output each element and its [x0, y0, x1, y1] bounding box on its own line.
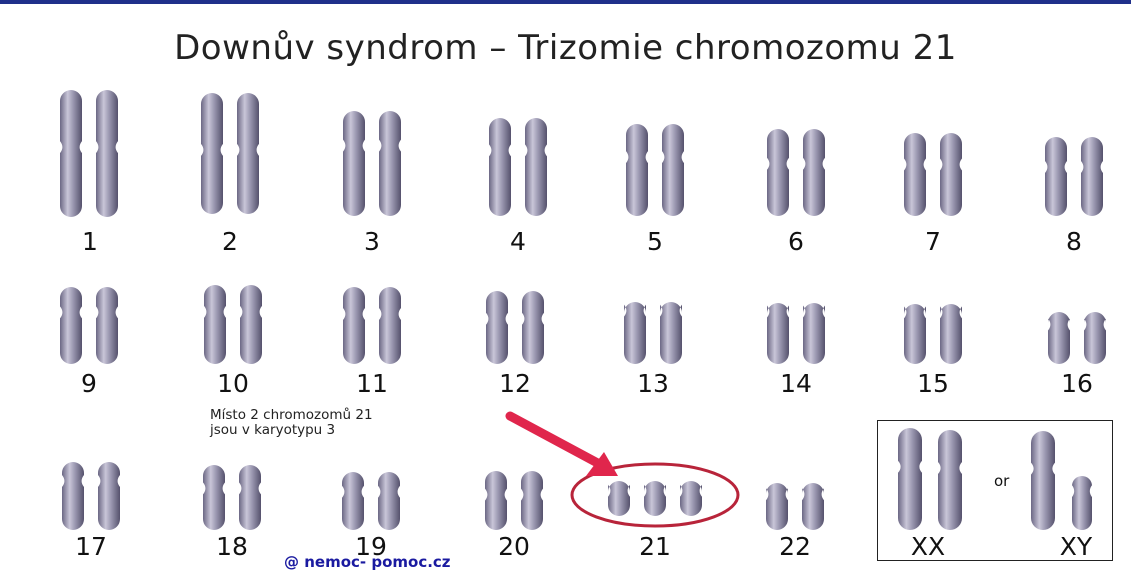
chromosome-label-20: 20: [498, 532, 530, 561]
chromosome-8-copy-2: [1081, 137, 1103, 216]
chromosome-label-6: 6: [788, 227, 804, 256]
chromosome-21-copy-1: [608, 481, 630, 516]
chromosome-5-copy-2: [662, 124, 684, 216]
chromosome-6-copy-1: [767, 129, 789, 216]
chromosome-22-copy-2: [802, 483, 824, 530]
chromosome-label-21: 21: [639, 532, 671, 561]
chromosome-13-copy-1: [624, 302, 646, 364]
chromosome-20-copy-2: [521, 471, 543, 530]
chromosome-20-copy-1: [485, 471, 507, 530]
chromosome-14-copy-2: [803, 303, 825, 364]
chromosome-16-copy-2: [1084, 312, 1106, 364]
chromosome-19-copy-1: [342, 472, 364, 530]
chromosome-19-copy-2: [378, 472, 400, 530]
trisomy-note: Místo 2 chromozomů 21 jsou v karyotypu 3: [210, 408, 373, 438]
note-line-1: Místo 2 chromozomů 21: [210, 408, 373, 423]
chromosome-1-copy-1: [60, 90, 82, 217]
chromosome-label-22: 22: [779, 532, 811, 561]
chromosome-label-7: 7: [925, 227, 941, 256]
chromosome-1-copy-2: [96, 90, 118, 217]
chromosome-17-copy-2: [98, 462, 120, 530]
chromosome-4-copy-2: [525, 118, 547, 216]
chromosome-16-copy-1: [1048, 312, 1070, 364]
chromosome-label-5: 5: [647, 227, 663, 256]
chromosome-label-8: 8: [1066, 227, 1082, 256]
chromosome-9-copy-1: [60, 287, 82, 364]
chromosome-4-copy-1: [489, 118, 511, 216]
chromosome-7-copy-2: [940, 133, 962, 216]
chromosome-15-copy-1: [904, 304, 926, 364]
chromosome-3-copy-2: [379, 111, 401, 216]
source-credit: @ nemoc- pomoc.cz: [284, 553, 451, 571]
chromosome-2-copy-1: [201, 93, 223, 214]
chromosome-14-copy-1: [767, 303, 789, 364]
chromosome-label-11: 11: [356, 369, 388, 398]
chromosome-label-17: 17: [75, 532, 107, 561]
sex-chromosome-box: [877, 420, 1113, 561]
chromosome-11-copy-2: [379, 287, 401, 364]
chromosome-11-copy-1: [343, 287, 365, 364]
chromosome-label-16: 16: [1061, 369, 1093, 398]
chromosome-label-13: 13: [637, 369, 669, 398]
chromosome-7-copy-1: [904, 133, 926, 216]
chromosome-label-15: 15: [917, 369, 949, 398]
note-line-2: jsou v karyotypu 3: [210, 423, 373, 438]
chromosome-label-1: 1: [82, 227, 98, 256]
chromosome-9-copy-2: [96, 287, 118, 364]
chromosome-label-18: 18: [216, 532, 248, 561]
chromosome-3-copy-1: [343, 111, 365, 216]
chromosome-label-3: 3: [364, 227, 380, 256]
pointer-arrow: [510, 416, 618, 476]
chromosome-6-copy-2: [803, 129, 825, 216]
chromosome-21-copy-3: [680, 481, 702, 516]
chromosome-12-copy-2: [522, 291, 544, 364]
chromosome-22-copy-1: [766, 483, 788, 530]
chromosome-label-12: 12: [499, 369, 531, 398]
chromosome-21-copy-2: [644, 481, 666, 516]
chromosome-17-copy-1: [62, 462, 84, 530]
chromosome-2-copy-2: [237, 93, 259, 214]
chromosome-12-copy-1: [486, 291, 508, 364]
chromosome-18-copy-1: [203, 465, 225, 530]
chromosome-label-14: 14: [780, 369, 812, 398]
chromosome-label-10: 10: [217, 369, 249, 398]
chromosome-13-copy-2: [660, 302, 682, 364]
chromosome-10-copy-1: [204, 285, 226, 364]
chromosome-18-copy-2: [239, 465, 261, 530]
chromosome-15-copy-2: [940, 304, 962, 364]
chromosome-label-9: 9: [81, 369, 97, 398]
chromosome-label-4: 4: [510, 227, 526, 256]
chromosome-10-copy-2: [240, 285, 262, 364]
chromosome-label-2: 2: [222, 227, 238, 256]
chromosome-5-copy-1: [626, 124, 648, 216]
chromosome-8-copy-1: [1045, 137, 1067, 216]
